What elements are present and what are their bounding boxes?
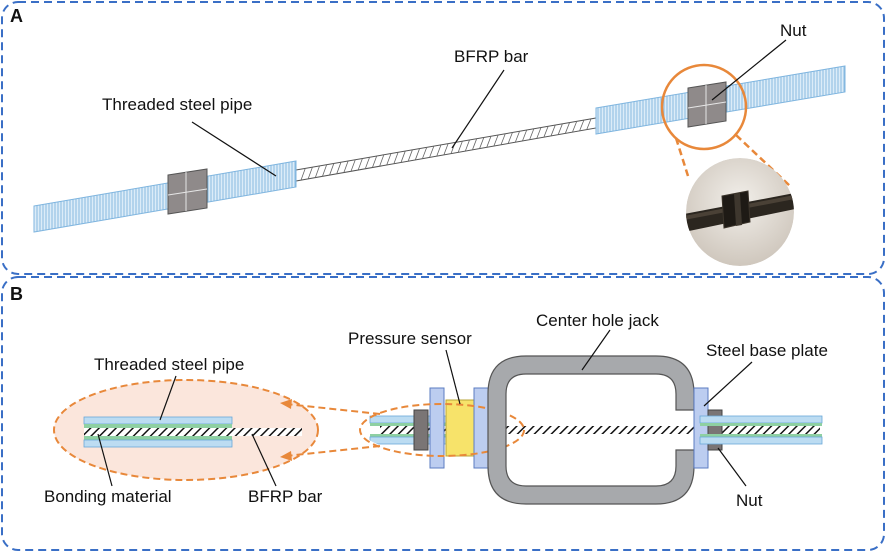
bfrp-bar-b — [380, 426, 820, 434]
nut-callout-circle — [660, 63, 748, 151]
bfrp-rib — [472, 138, 477, 150]
bfrp-rib — [336, 162, 342, 174]
bfrp-rib — [500, 133, 506, 145]
panel-b-frame — [1, 276, 885, 551]
label-threaded-pipe-b: Threaded steel pipe — [94, 355, 244, 374]
bfrp-rib — [486, 136, 492, 148]
bfrp-rib — [529, 128, 535, 140]
bfrp-rib — [586, 119, 592, 130]
leader-nut-b — [717, 447, 747, 487]
threaded-pipe-left — [33, 160, 297, 233]
zoom-arrowhead-top — [280, 399, 292, 409]
nut-right — [687, 81, 727, 128]
nut-left-b — [413, 409, 429, 451]
label-bfrp-bar-b: BFRP bar — [248, 487, 323, 506]
bfrp-rib — [522, 130, 527, 141]
bfrp-rib — [557, 124, 563, 135]
bfrp-rib — [315, 166, 320, 178]
label-steel-base-plate: Steel base plate — [706, 341, 828, 360]
label-nut-b: Nut — [736, 491, 763, 510]
bfrp-rib — [479, 137, 485, 149]
leader-nut-a — [711, 39, 787, 101]
label-center-hole-jack: Center hole jack — [536, 311, 659, 330]
leader-bfrp-bar-b — [251, 433, 277, 487]
bfrp-rib — [565, 122, 570, 134]
bfrp-rib — [536, 127, 542, 139]
bfrp-rib — [329, 163, 335, 175]
bfrp-rib — [393, 152, 399, 164]
label-bonding-material: Bonding material — [44, 487, 172, 506]
leader-threaded-pipe-a — [191, 121, 277, 177]
bfrp-rib — [365, 157, 370, 169]
bfrp-rib — [422, 147, 427, 159]
anchor-assembly-a — [33, 39, 846, 266]
bfrp-rib — [507, 132, 513, 144]
bfrp-rib — [572, 121, 577, 132]
right-pipe-section — [699, 415, 823, 445]
bfrp-rib — [436, 145, 442, 156]
bfrp-rib — [386, 153, 392, 165]
bfrp-rib — [322, 164, 327, 177]
bfrp-rib — [307, 167, 313, 179]
leader-pressure-sensor — [445, 349, 461, 405]
bfrp-rib — [400, 151, 406, 163]
bfrp-rib — [550, 125, 556, 136]
bfrp-rib — [343, 161, 349, 173]
bfrp-rib — [465, 140, 470, 151]
bfrp-rib — [579, 120, 585, 131]
nut-photo — [686, 158, 794, 266]
callout-line-left — [674, 137, 690, 177]
zoom-arrow-bottom — [285, 445, 381, 457]
steel-plate-left — [429, 387, 445, 469]
leader-center-hole-jack — [581, 329, 611, 371]
bfrp-rib — [350, 159, 356, 172]
bfrp-rib — [300, 168, 306, 180]
label-bfrp-bar-a: BFRP bar — [454, 47, 529, 66]
panel-b-letter: B — [10, 284, 23, 304]
detail-ellipse — [359, 403, 525, 457]
leader-steel-base-plate — [703, 361, 753, 407]
label-nut-a: Nut — [780, 21, 807, 40]
center-hole-jack — [487, 355, 695, 505]
leader-bonding-material — [97, 433, 113, 487]
bfrp-rib — [515, 131, 520, 143]
bfrp-rib — [379, 155, 385, 166]
leader-threaded-pipe-b — [159, 375, 177, 421]
bfrp-rib — [415, 148, 420, 160]
steel-plate-middle — [473, 387, 489, 469]
bfrp-rib — [429, 146, 435, 158]
bfrp-rib — [493, 135, 499, 146]
label-threaded-pipe-a: Threaded steel pipe — [102, 95, 252, 114]
label-pressure-sensor: Pressure sensor — [348, 329, 472, 348]
panel-a-letter: A — [10, 6, 23, 26]
zoom-arrowhead-bottom — [280, 451, 292, 461]
nut-left — [167, 168, 208, 215]
bfrp-rib — [372, 156, 377, 168]
bfrp-rib — [443, 143, 449, 155]
bfrp-rib — [543, 126, 549, 137]
leader-bfrp-bar-a — [451, 69, 505, 149]
bfrp-rib — [357, 158, 363, 170]
panel-a-frame — [1, 1, 885, 275]
pressure-sensor — [445, 399, 475, 457]
steel-plate-right — [693, 387, 709, 469]
cross-section-zoom — [83, 416, 302, 448]
bfrp-rib — [407, 150, 413, 161]
zoom-arrow-top — [285, 403, 381, 415]
bfrp-bar-ribs — [300, 119, 592, 180]
bfrp-rib — [457, 141, 463, 153]
